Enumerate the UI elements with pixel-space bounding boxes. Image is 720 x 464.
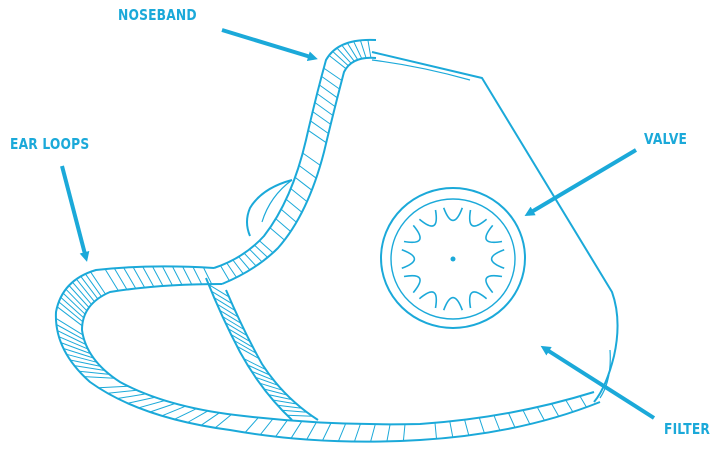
valve: [380, 187, 526, 329]
inner-strap-hatching: [208, 284, 313, 417]
filter-label: FILTER: [664, 420, 711, 438]
rear-loop: [246, 179, 293, 237]
ear-loops-arrow: [60, 165, 90, 262]
valve-vent-slot: [403, 274, 421, 294]
valve-center: [450, 256, 456, 262]
noseband-label: NOSEBAND: [118, 6, 197, 24]
inner-strap: [205, 277, 319, 421]
valve-vent-slot: [401, 248, 416, 270]
valve-vent-slot: [418, 209, 438, 227]
noseband-hatching: [220, 39, 372, 282]
ear-loop-band: [54, 265, 601, 443]
noseband-strip: [213, 38, 377, 285]
valve-arrow: [524, 148, 638, 217]
filter-arrow: [540, 345, 656, 420]
filter-body: [371, 51, 619, 403]
ear-loop-hatching: [55, 266, 587, 442]
valve-vent-slot: [468, 291, 488, 309]
ear-loops-label: EAR LOOPS: [10, 135, 90, 153]
noseband-arrow: [221, 28, 318, 62]
valve-vents: [401, 207, 505, 311]
valve-vent-slot: [485, 224, 503, 244]
valve-vent-slot: [442, 296, 464, 311]
valve-label: VALVE: [644, 130, 688, 148]
valve-vent-slot: [485, 274, 503, 294]
valve-vent-slot: [403, 224, 421, 244]
valve-vent-slot: [442, 207, 464, 222]
valve-vent-slot: [418, 291, 438, 309]
valve-vent-slot: [468, 209, 488, 227]
valve-vent-slot: [490, 248, 505, 270]
